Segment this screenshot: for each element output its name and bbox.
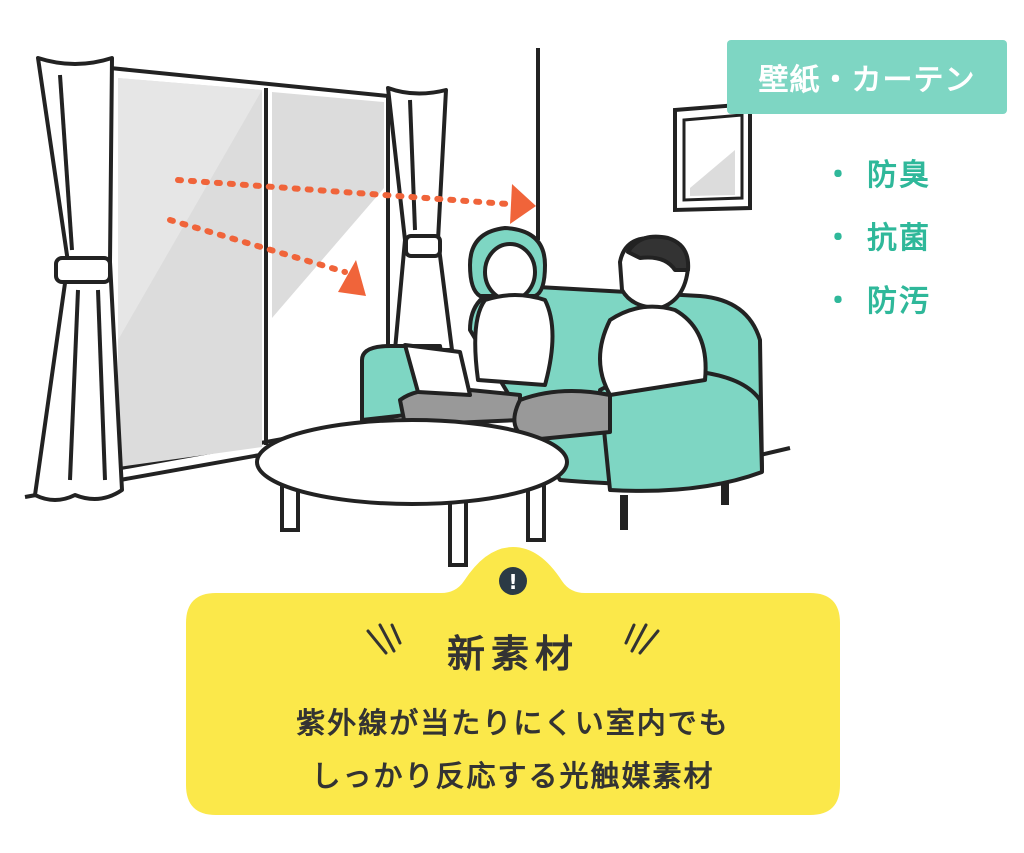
uv-arrows: [167, 177, 536, 296]
bullet: ・: [823, 220, 855, 256]
right-curtain: [386, 86, 454, 352]
woman: [398, 226, 555, 427]
feature-list: ・ 防臭 ・ 抗菌 ・ 防汚: [823, 140, 931, 329]
callout-body-line: しっかり反応する光触媒素材: [311, 759, 715, 793]
bullet: ・: [823, 157, 855, 193]
wall-picture: [673, 101, 752, 213]
man: [512, 234, 708, 442]
callout-body-line: 紫外線が当たりにくい室内でも: [296, 706, 730, 740]
left-curtain: [33, 56, 124, 502]
sparkle-left-icon: [366, 623, 402, 655]
callout-panel: ! 新素材 紫外線が当たりにくい室内でも しっかり反応する光触媒素材: [186, 545, 840, 815]
coffee-table: [255, 418, 569, 567]
feature-item: ・ 抗菌: [823, 203, 931, 266]
feature-label: 防臭: [867, 157, 931, 193]
bullet: ・: [823, 283, 855, 319]
callout-title: 新素材: [446, 632, 579, 676]
floor-line-right: [759, 446, 791, 457]
feature-item: ・ 防汚: [823, 266, 931, 329]
callout-body: 紫外線が当たりにくい室内でも しっかり反応する光触媒素材: [186, 697, 840, 803]
sparkle-right-icon: [624, 623, 660, 655]
exclamation-icon: !: [499, 567, 527, 595]
feature-label: 防汚: [867, 283, 931, 319]
exclamation-glyph: !: [508, 570, 517, 594]
window: [108, 65, 390, 473]
feature-item: ・ 防臭: [823, 140, 931, 203]
category-label: 壁紙・カーテン: [727, 40, 1007, 114]
category-label-text: 壁紙・カーテン: [758, 63, 976, 98]
feature-label: 抗菌: [867, 220, 931, 256]
callout-background: !: [186, 547, 840, 815]
